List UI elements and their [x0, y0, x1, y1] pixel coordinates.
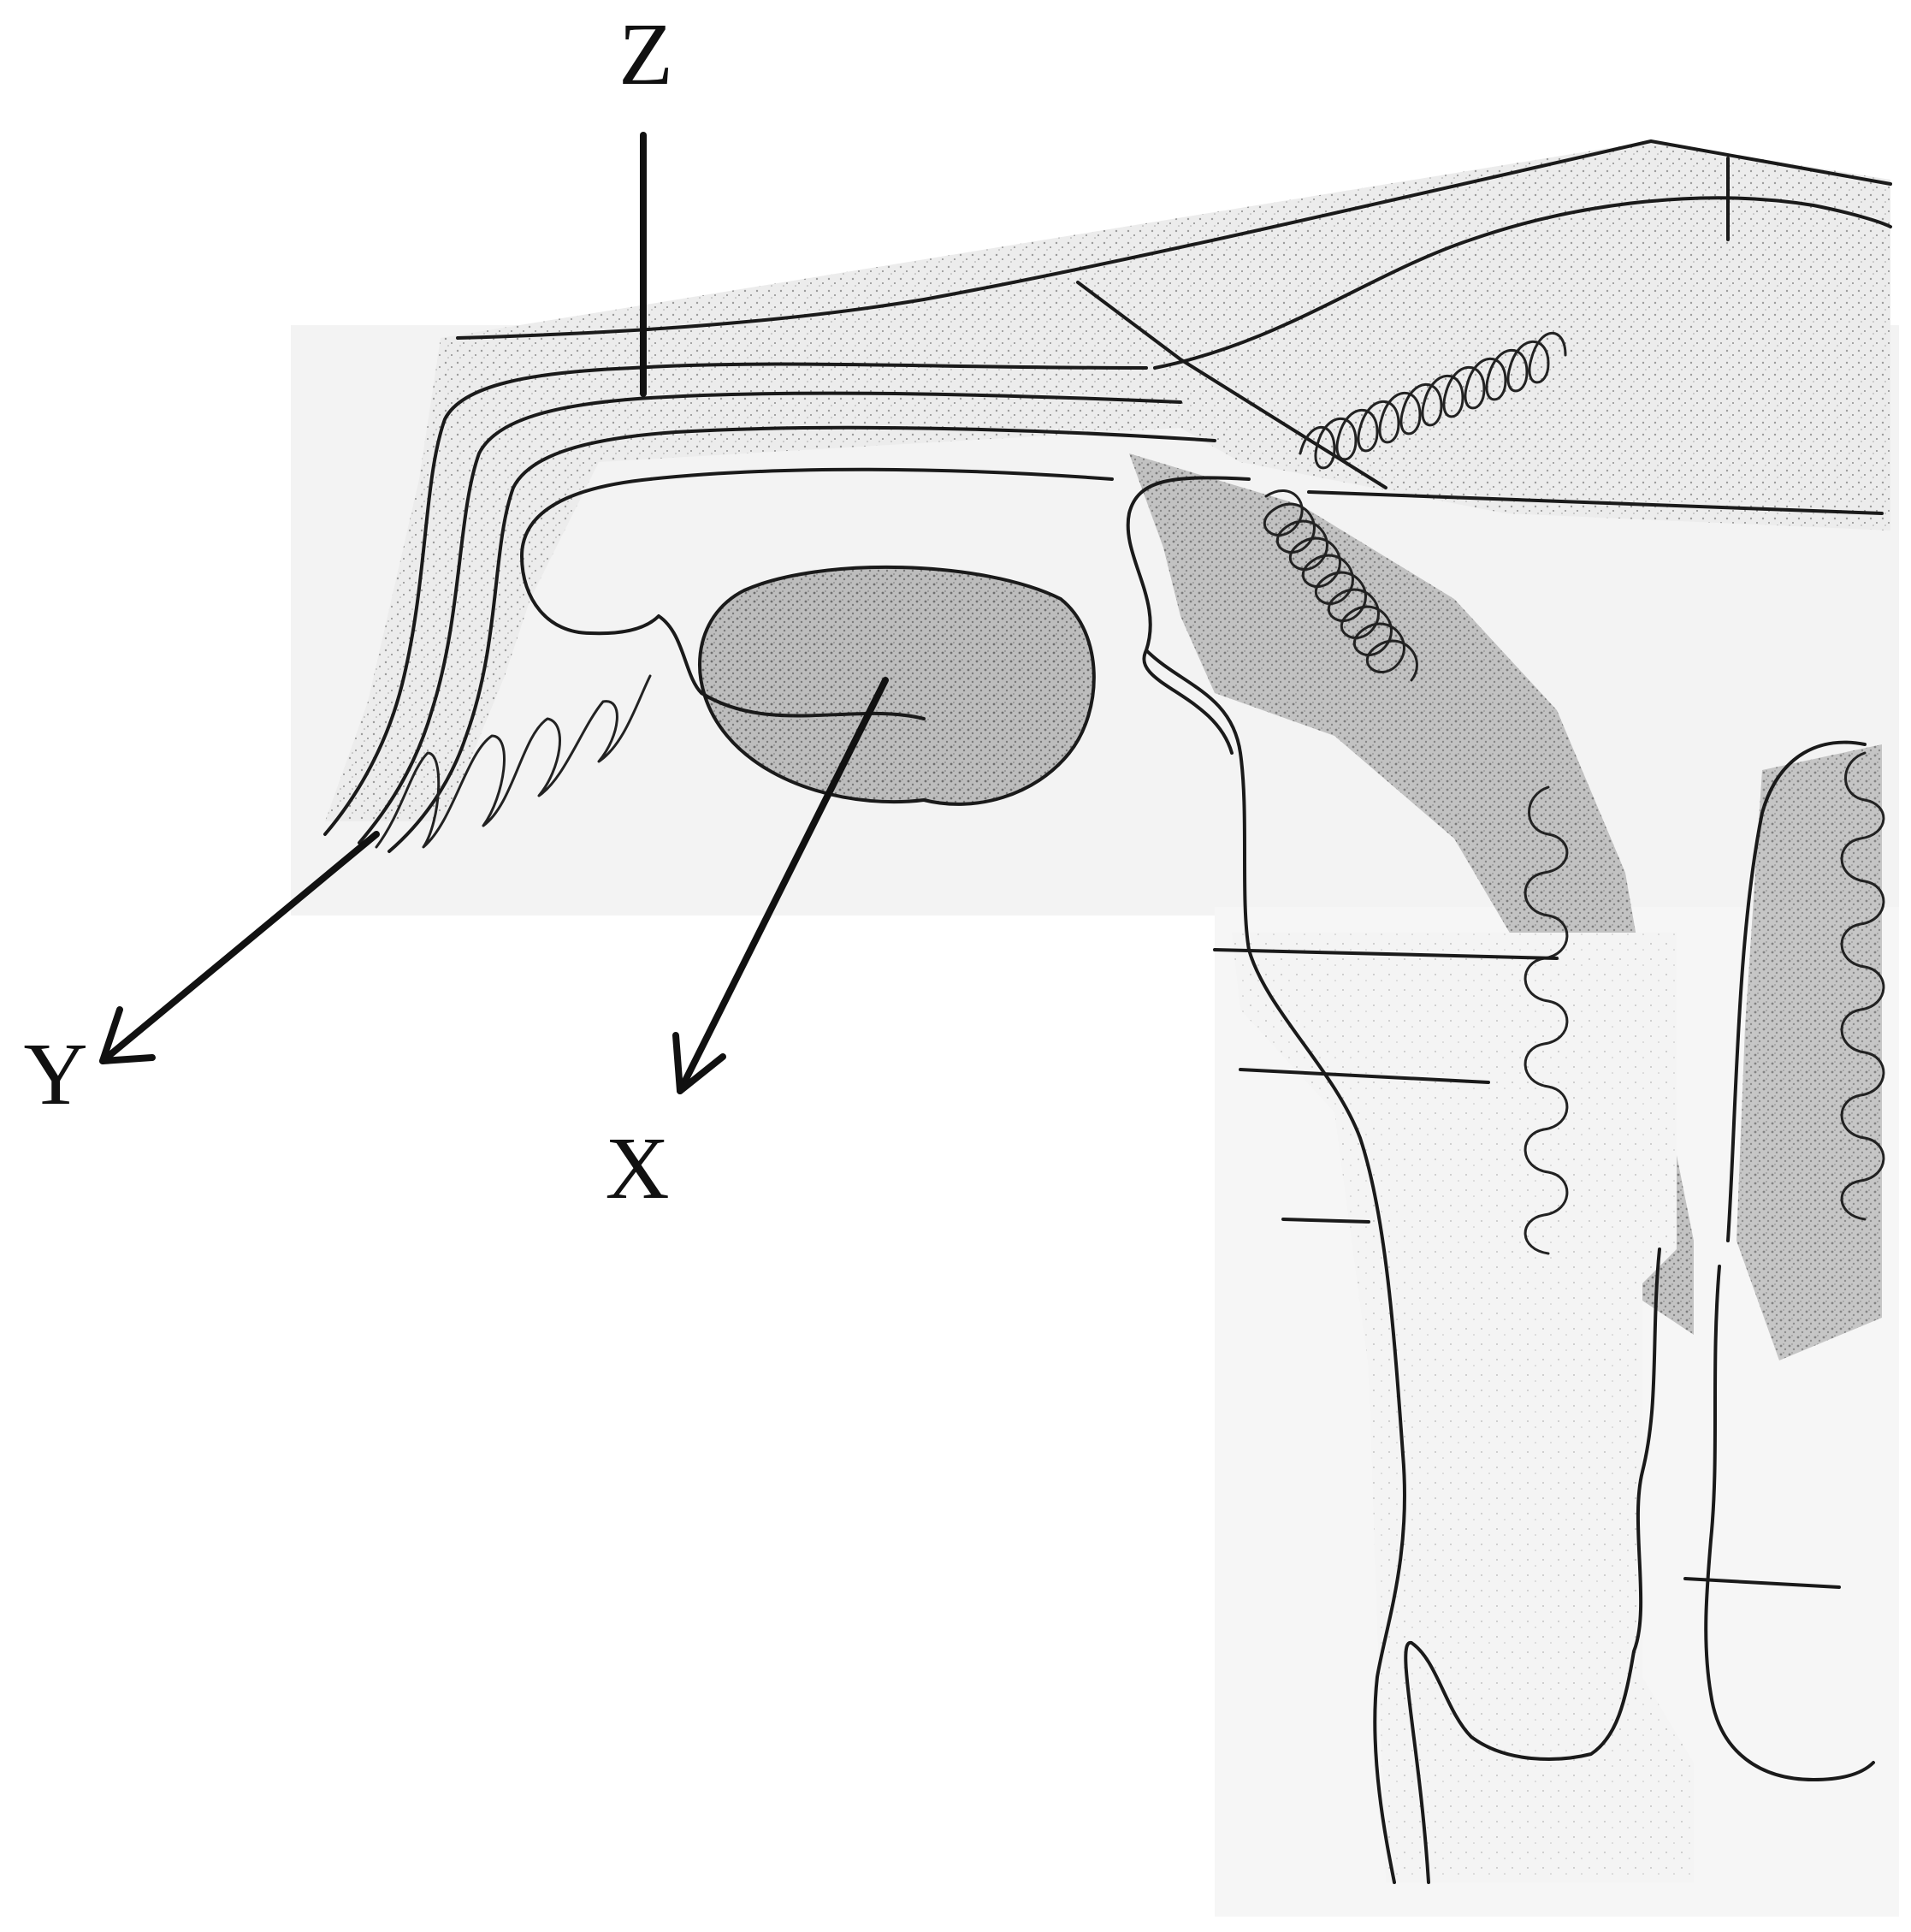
label-y-group: Y: [23, 834, 376, 1123]
y-arrow-line: [103, 834, 376, 1061]
label-x: X: [605, 1119, 669, 1218]
x-arrowhead: [676, 1035, 723, 1091]
label-z: Z: [618, 5, 673, 104]
label-y: Y: [23, 1025, 87, 1123]
